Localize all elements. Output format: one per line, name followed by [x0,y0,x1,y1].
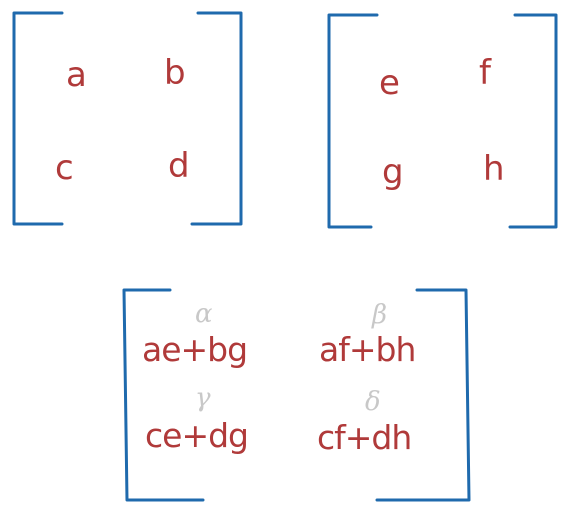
matrix-left: a b c d [12,11,243,226]
matrix-left-open-bracket [12,11,64,226]
entry-g: g [382,152,404,192]
entry-ae-plus-bg: ae+bg [142,330,247,369]
entry-af-plus-bh: af+bh [319,330,415,369]
entry-b: b [164,53,186,93]
matrix-product: α β γ δ ae+bg af+bh ce+dg cf+dh [122,288,471,502]
label-delta: δ [365,387,381,417]
matrix-left-close-bracket [190,11,243,226]
entry-c: c [55,148,74,188]
entry-ce-plus-dg: ce+dg [145,416,248,455]
matrix-product-open-bracket [122,288,205,502]
entry-cf-plus-dh: cf+dh [317,418,411,457]
entry-f: f [479,53,492,93]
matrix-product-close-bracket [375,288,471,502]
entry-h: h [483,149,505,189]
entry-d: d [168,146,190,186]
matrix-right-open-bracket [327,13,379,229]
matrix-right: e f g h [327,13,558,229]
entry-e: e [379,63,400,103]
matrix-right-close-bracket [508,13,558,229]
label-alpha: α [195,299,213,329]
label-beta: β [371,300,387,330]
entry-a: a [66,55,87,95]
label-gamma: γ [195,383,211,413]
